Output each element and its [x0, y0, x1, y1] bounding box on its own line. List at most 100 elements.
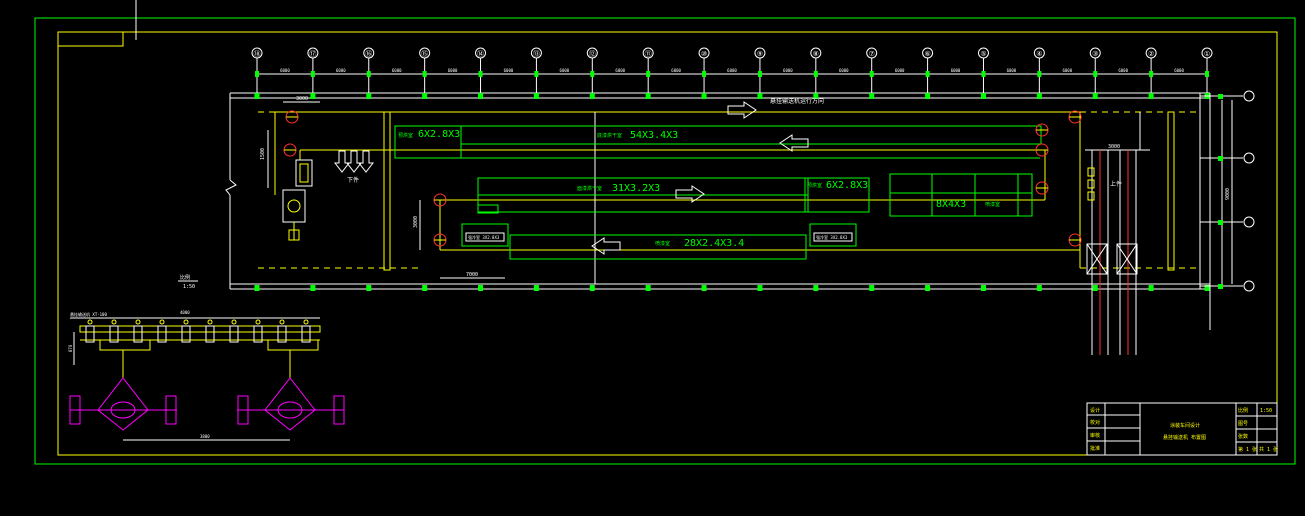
- column-marker: [310, 93, 316, 99]
- column-marker: [478, 93, 484, 99]
- title-row-1: 设计: [1090, 407, 1100, 414]
- detail-dim-bottom: 3800: [200, 434, 210, 439]
- booth-1-tag: 喷漆室: [655, 240, 670, 247]
- column-marker: [1036, 285, 1042, 291]
- axis-label: ⑦: [869, 50, 875, 58]
- conveyor-detail: 悬挂输送机 XT-100 4000 870 3800: [68, 310, 345, 441]
- title-cell-2: 1:50: [1260, 408, 1272, 414]
- span-dim: 6000: [1118, 68, 1128, 73]
- oven-2-tag: 底漆烘干室: [597, 132, 622, 139]
- dim-tick: [757, 71, 762, 77]
- dim-tick: [702, 71, 707, 77]
- dim-tick: [366, 71, 371, 77]
- dim-tick: [1149, 71, 1154, 77]
- title-sub: 悬挂输送机 布置图: [1163, 434, 1206, 441]
- booth-2: 8X4X3 喷漆室: [889, 173, 1033, 217]
- axis-label: ⑧: [813, 50, 819, 58]
- column-marker: [422, 93, 428, 99]
- dim-tick: [310, 71, 315, 77]
- loading-station: 上件: [1086, 112, 1141, 355]
- title-cell-3: 图号: [1238, 421, 1248, 427]
- detail-dim-side: 870: [68, 344, 73, 352]
- column-marker: [589, 93, 595, 99]
- booth-2-tag: 喷漆室: [985, 201, 1000, 208]
- axis-label: ④: [1036, 50, 1042, 58]
- title-block-text: 涂装车间设计 悬挂输送机 布置图 设计 校对 审核 批准 比例 1:50 图号 …: [1090, 407, 1278, 453]
- booth-1: 喷漆室 28X2.4X3.4: [509, 234, 807, 260]
- scale-title: 比例: [180, 274, 190, 281]
- column-marker: [980, 93, 986, 99]
- trolley: [229, 325, 239, 343]
- column-marker: [1148, 93, 1154, 99]
- span-dim: 6000: [671, 68, 681, 73]
- span-dim: 6000: [448, 68, 458, 73]
- oven-1-size: 6X2.8X3: [418, 129, 460, 140]
- column-marker: [589, 285, 595, 291]
- oven-2: 底漆烘干室 54X3.4X3: [395, 125, 1042, 159]
- dim-v2: 3000: [413, 216, 419, 228]
- axis-label: ⑫: [589, 50, 596, 58]
- trolley: [205, 325, 215, 343]
- cooling-box-right-label: 强冷室 3X2.8X3: [816, 234, 848, 240]
- column-marker: [1036, 93, 1042, 99]
- column-marker: [478, 285, 484, 291]
- title-row-4: 批准: [1090, 445, 1100, 452]
- column-marker: [1092, 285, 1098, 291]
- unload-station: [282, 159, 313, 241]
- dim-tick: [813, 71, 818, 77]
- booth-1-size: 28X2.4X3.4: [684, 238, 744, 249]
- building-outline: [225, 92, 1211, 330]
- dim-tick: [869, 71, 874, 77]
- right-axis-bubble: [1243, 280, 1255, 292]
- column-marker: [701, 93, 707, 99]
- span-dim: 6000: [392, 68, 402, 73]
- oven-1-tag: 预烘室: [398, 132, 413, 139]
- span-dim: 6000: [839, 68, 849, 73]
- drawing-frame: [34, 0, 1296, 465]
- right-axis-bubbles: [1200, 90, 1255, 292]
- span-dim: 6000: [951, 68, 961, 73]
- dim-tick: [590, 71, 595, 77]
- column-marker: [813, 93, 819, 99]
- trolley: [85, 325, 95, 343]
- detail-label: 悬挂输送机 XT-100: [70, 311, 107, 317]
- dim-tick: [925, 71, 930, 77]
- right-marker: [1218, 94, 1223, 99]
- trolley: [301, 325, 311, 343]
- axis-label: ⑯: [365, 50, 372, 58]
- axis-label: ①: [1204, 50, 1210, 58]
- span-dim: 6000: [504, 68, 514, 73]
- trolley: [109, 325, 119, 343]
- title-row-2: 校对: [1090, 419, 1100, 426]
- dim-mid: 7000: [466, 272, 478, 278]
- booth-side-box: [477, 204, 499, 214]
- cooling-box-left: 强冷室 3X2.8X3: [461, 223, 509, 247]
- dim-left: 3000: [296, 96, 308, 102]
- dim-v1: 1500: [260, 148, 266, 160]
- span-dim: 6000: [1007, 68, 1017, 73]
- dim-tick: [534, 71, 539, 77]
- right-marker: [1218, 220, 1223, 225]
- span-dim: 6000: [783, 68, 793, 73]
- span-dim: 6000: [1174, 68, 1184, 73]
- span-dimensions: 6000 6000 6000 6000 6000 6000 6000 6000 6000 6000…: [255, 68, 1209, 77]
- dim-tick: [1205, 71, 1209, 77]
- cooling-box-right: 强冷室 3X2.8X3: [809, 223, 857, 247]
- span-dim: 6000: [280, 68, 290, 73]
- oven-3-size: 31X3.2X3: [612, 183, 660, 194]
- axis-label: ②: [1148, 50, 1154, 58]
- span-dim: 6000: [727, 68, 737, 73]
- sprocket-wheels: [283, 110, 1082, 247]
- trolley: [277, 325, 287, 343]
- right-marker: [1218, 156, 1223, 161]
- column-markers: [254, 93, 1210, 291]
- column-marker: [869, 285, 875, 291]
- direction-arrows: [591, 101, 809, 255]
- dim-notes: 3000 1500 3000 7000 3000 9000: [260, 96, 1233, 284]
- dim-tick: [646, 71, 651, 77]
- column-marker: [869, 93, 875, 99]
- detail-trolleys: [85, 319, 311, 343]
- trolley: [181, 325, 191, 343]
